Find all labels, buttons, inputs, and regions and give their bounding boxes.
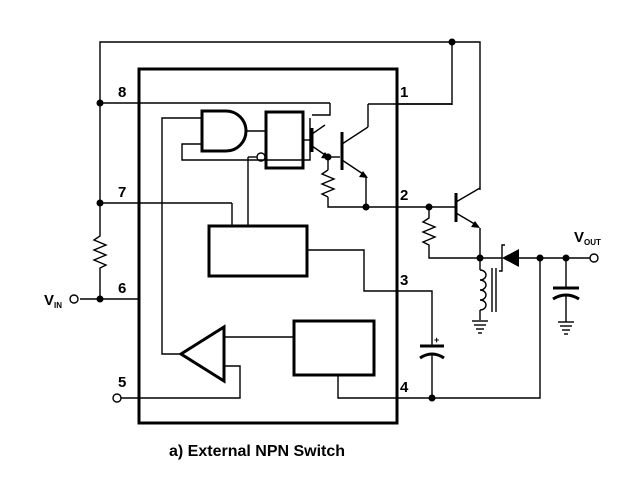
and-input-feedback (161, 117, 202, 355)
base-resistor-internal (320, 153, 397, 211)
pin-8-label: 8 (118, 84, 126, 101)
current-sense-resistor (92, 230, 108, 272)
pin2-external (397, 203, 480, 259)
pin8-to-driver (312, 103, 331, 116)
comparator (120, 324, 294, 399)
pin-2-label: 2 (400, 187, 408, 204)
output-capacitor (552, 254, 580, 322)
timing-capacitor (419, 344, 445, 402)
pin-6-label: 6 (118, 280, 126, 297)
ref-to-pin4 (337, 258, 541, 399)
and-gate (200, 109, 248, 153)
osc-to-pin3 (307, 249, 433, 346)
ground-inductor (472, 320, 488, 334)
schottky-diode (480, 244, 566, 272)
ground-output (558, 321, 574, 335)
vin-terminal (69, 294, 79, 304)
top-supply-wire (99, 38, 481, 299)
and-input-lower (181, 118, 311, 161)
cap-plus-label: + (434, 335, 439, 345)
reference-block (292, 319, 376, 377)
vout-terminal (589, 253, 599, 263)
figure-caption: a) External NPN Switch (169, 443, 345, 460)
vout-label: VOUT (574, 229, 601, 247)
output-transistor (328, 103, 452, 207)
vout-subscript: OUT (584, 238, 601, 247)
pin5-terminal (112, 393, 122, 403)
vin-subscript: IN (54, 301, 62, 310)
pin-5-label: 5 (118, 374, 126, 391)
ic-chip-outline (137, 67, 399, 425)
pin-3-label: 3 (400, 272, 408, 289)
pin-1-label: 1 (400, 84, 408, 101)
pin-4-label: 4 (400, 379, 409, 396)
vin-label: VIN (44, 292, 62, 310)
external-npn-transistor (454, 187, 481, 258)
pin-7-label: 7 (118, 184, 126, 201)
inductor (479, 258, 497, 320)
oscillator-block (207, 224, 309, 278)
driver-transistor (303, 124, 330, 159)
